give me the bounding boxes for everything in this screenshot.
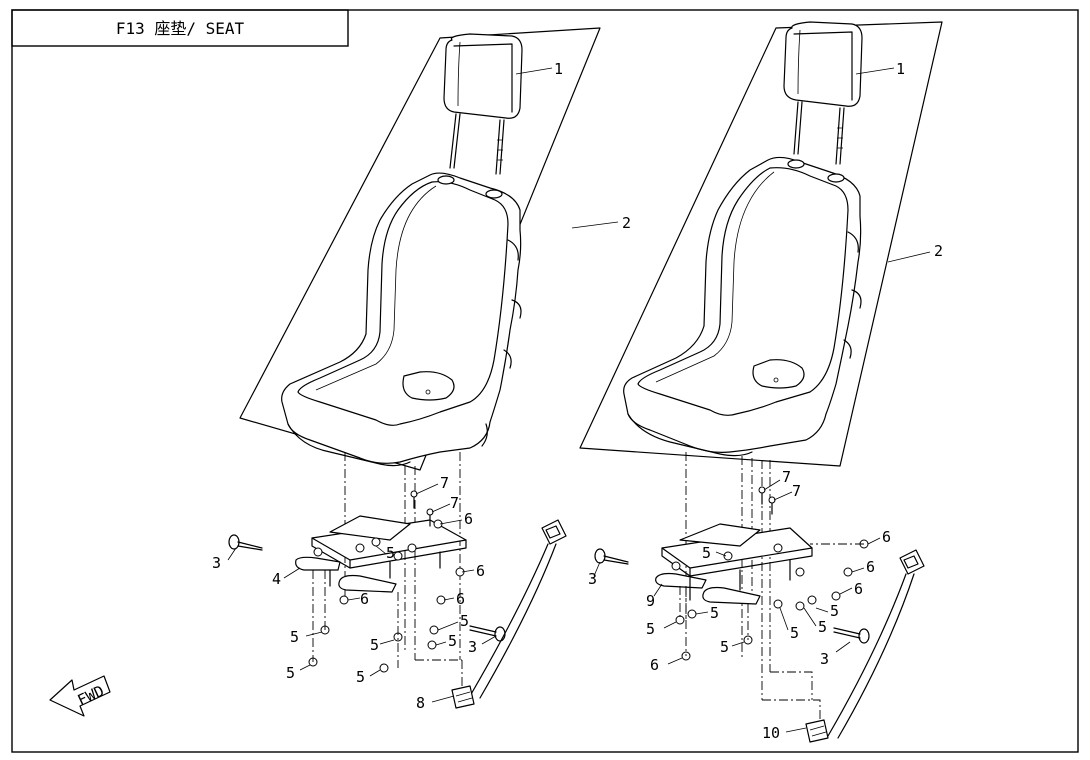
left-callout-3-a: 3 [212,554,221,572]
left-seat-shell [281,172,522,467]
right-callout-5-b: 5 [830,602,839,620]
left-callout-5-b: 5 [460,612,469,630]
right-nut-5-e [795,601,805,611]
right-callout-5-d: 5 [818,618,827,636]
right-nut-5-b [687,609,697,619]
left-callout-5-a: 5 [386,544,395,562]
right-nut-5-f [807,595,817,605]
left-callout-7-a: 7 [440,474,449,492]
right-callout-6-b: 6 [866,558,875,576]
left-callout-5-e: 5 [448,632,457,650]
left-callout-5-g: 5 [356,668,365,686]
right-callout-5-e: 5 [646,620,655,638]
right-headrest [783,21,863,165]
right-callout-5-a: 5 [702,544,711,562]
right-nut-5-a [675,615,685,625]
title-box [11,9,349,47]
left-callout-6-b: 6 [476,562,485,580]
left-nut-5-e [429,625,439,635]
left-callout-5-c: 5 [290,628,299,646]
right-callout-6-a: 6 [882,528,891,546]
left-callout-8: 8 [416,694,425,712]
right-bolt-3-a [594,548,629,565]
right-callout-1: 1 [896,60,905,78]
right-callout-2: 2 [934,242,943,260]
left-callout-4: 4 [272,570,281,588]
right-callout-10: 10 [762,724,780,742]
right-seat-assembly: 1 2 7 7 6 5 3 6 6 9 5 5 5 5 5 5 6 3 10 [579,21,943,743]
left-headrest [443,33,523,175]
diagram-title: F13 座垫/ SEAT [116,19,245,38]
left-nut-5-f [427,640,437,650]
left-bolt-3-a [228,534,263,551]
left-callout-1: 1 [554,60,563,78]
right-nut-5-d [773,599,783,609]
right-bolt-3-b [833,627,870,644]
right-callout-5-f: 5 [790,624,799,642]
left-callout-6-c: 6 [360,590,369,608]
right-seatbelt-10 [805,549,925,743]
left-callout-5-d: 5 [370,636,379,654]
right-callout-3-b: 3 [820,650,829,668]
left-nut-5-d [379,663,389,673]
right-callout-5-g: 5 [720,638,729,656]
left-callout-6-d: 6 [456,590,465,608]
right-callout-7-b: 7 [792,482,801,500]
left-callout-6-a: 6 [464,510,473,528]
left-seat-bracket [295,515,467,593]
left-nut-6-b [436,595,446,605]
right-callout-7-a: 7 [782,468,791,486]
left-bolt-7 [410,490,434,527]
diagram-frame [11,9,1079,753]
right-nut-6-b [831,591,841,601]
right-callout-6-c: 6 [854,580,863,598]
right-bolt-7 [758,486,776,515]
left-callout-2: 2 [622,214,631,232]
left-seatbelt-8 [451,519,567,709]
left-nut-6-a [339,595,349,605]
right-seat-bracket [655,523,813,605]
right-callout-6-d: 6 [650,656,659,674]
left-callout-3-b: 3 [468,638,477,656]
fwd-arrow-icon: FWD [49,675,111,717]
right-nut-6-c [843,567,853,577]
right-callout-9: 9 [646,592,655,610]
right-callout-3-a: 3 [588,570,597,588]
left-callout-5-f: 5 [286,664,295,682]
right-seat-shell [623,156,862,457]
right-callout-5-c: 5 [710,604,719,622]
left-callout-7-b: 7 [450,494,459,512]
left-seat-assembly: 1 2 7 7 6 3 4 5 6 6 6 5 5 5 5 5 5 3 8 [212,27,631,712]
